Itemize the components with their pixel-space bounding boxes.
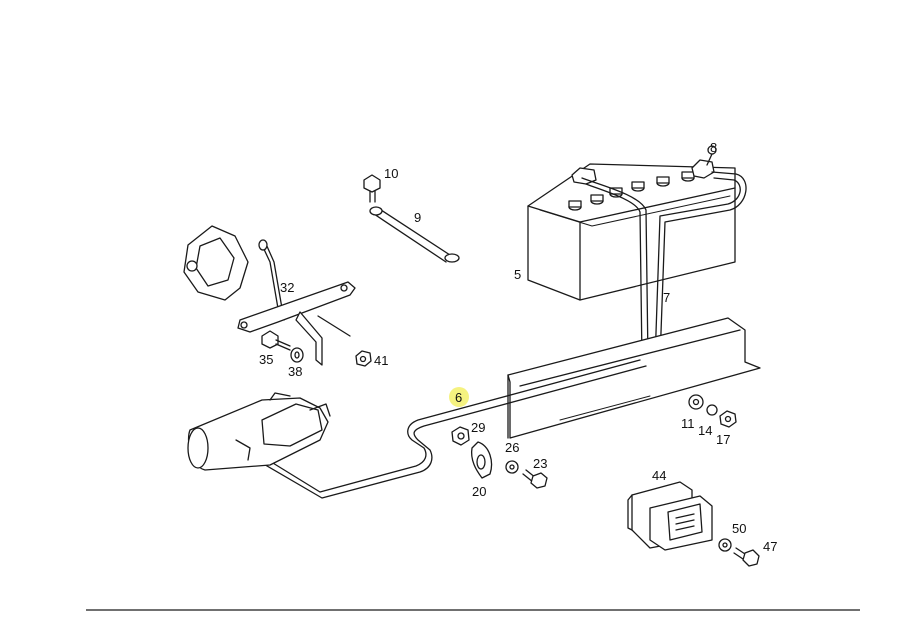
callout-6[interactable]: 6	[455, 390, 462, 405]
bolt-47[interactable]	[733, 547, 760, 567]
callout-highlight	[449, 387, 469, 407]
callout-9[interactable]: 9	[414, 210, 421, 225]
bolt-10[interactable]	[363, 174, 381, 203]
callout-47[interactable]: 47	[763, 539, 777, 554]
nut-17[interactable]	[719, 410, 737, 428]
callout-20[interactable]: 20	[472, 484, 486, 499]
callout-26[interactable]: 26	[505, 440, 519, 455]
callout-32[interactable]: 32	[280, 280, 294, 295]
cable-bracket[interactable]	[237, 239, 356, 366]
callout-14[interactable]: 14	[698, 423, 712, 438]
callout-7[interactable]: 7	[663, 290, 670, 305]
bolt-35[interactable]	[261, 330, 291, 351]
battery-cell-caps	[568, 171, 695, 211]
callout-35[interactable]: 35	[259, 352, 273, 367]
callout-17[interactable]: 17	[716, 432, 730, 447]
bolt-23[interactable]	[522, 469, 548, 489]
washer-50[interactable]	[718, 538, 732, 552]
ground-cable[interactable]	[249, 359, 647, 499]
cable-clamp-20[interactable]	[470, 441, 493, 479]
washer-11[interactable]	[688, 394, 704, 410]
battery-cable[interactable]	[581, 171, 747, 385]
callout-41[interactable]: 41	[374, 353, 388, 368]
callout-44[interactable]: 44	[652, 468, 666, 483]
callout-38[interactable]: 38	[288, 364, 302, 379]
callout-29[interactable]: 29	[471, 420, 485, 435]
alternator[interactable]	[183, 225, 249, 301]
callout-11[interactable]: 11	[681, 416, 695, 431]
callout-8[interactable]: 8	[710, 140, 717, 155]
callout-labels: 5 6 7 8 9 10 11 14 17 20 23 26 29 32 35 …	[259, 140, 777, 554]
starter-motor[interactable]	[187, 392, 331, 471]
battery-cable-short[interactable]	[369, 206, 460, 263]
callout-50[interactable]: 50	[732, 521, 746, 536]
lock-washer-14[interactable]	[706, 404, 718, 416]
battery[interactable]	[527, 163, 736, 301]
frame-rail	[507, 317, 761, 439]
callout-5[interactable]: 5	[514, 267, 521, 282]
washer-26[interactable]	[505, 460, 519, 474]
callout-23[interactable]: 23	[533, 456, 547, 471]
washer-38[interactable]	[290, 347, 304, 363]
relay-module[interactable]	[627, 481, 713, 551]
callout-10[interactable]: 10	[384, 166, 398, 181]
nut-29[interactable]	[451, 426, 470, 446]
nut-41[interactable]	[355, 350, 372, 367]
